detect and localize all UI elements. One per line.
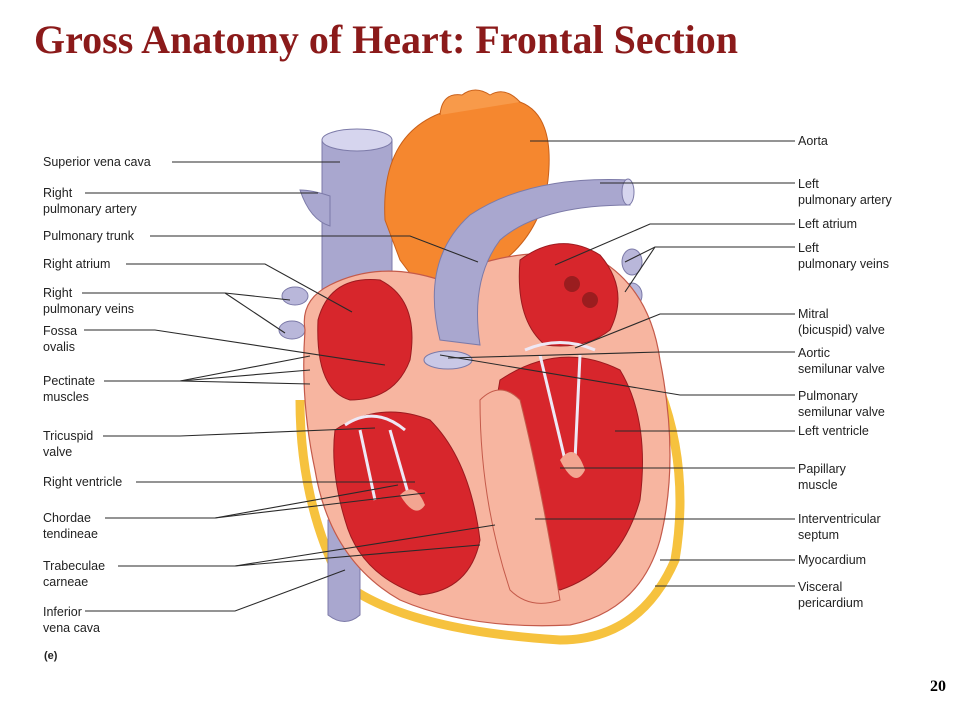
leader-tricuspid-valve (103, 427, 376, 437)
leader-right-atrium (126, 263, 353, 313)
left-pulmonary-artery-opening (621, 178, 635, 206)
pulmonary-vein-opening-2 (582, 292, 598, 308)
interventricular-septum (479, 389, 561, 604)
leader-pectinate-muscles-3 (179, 380, 311, 385)
label-chordae-tendineae: Chordae tendineae (43, 511, 98, 541)
label-aorta: Aorta (798, 134, 828, 148)
leader-mitral-valve (574, 313, 795, 349)
label-fossa-ovalis: Fossa ovalis (43, 324, 78, 354)
label-pulmonary-trunk: Pulmonary trunk (43, 229, 135, 243)
pulmonary-vein-opening-1 (564, 276, 580, 292)
leader-aortic-semilunar-valve (447, 351, 795, 359)
label-trabeculae-carneae: Trabeculae carneae (43, 559, 106, 589)
superior-vena-cava-opening (321, 128, 393, 152)
leader-pulmonary-semilunar-valve (439, 354, 795, 396)
label-myocardium: Myocardium (798, 553, 867, 567)
right-pulmonary-artery (299, 189, 331, 227)
leader-fossa-ovalis (84, 329, 386, 366)
label-visceral-pericardium: Visceral pericardium (798, 580, 864, 610)
label-tricuspid-valve: Tricuspid valve (43, 429, 94, 459)
label-mitral-valve: Mitral (bicuspid) valve (798, 307, 885, 337)
label-papillary-muscle: Papillary muscle (798, 462, 846, 492)
label-left-pulmonary-artery: Left pulmonary artery (798, 177, 892, 207)
leader-right-pulmonary-veins-2 (224, 292, 286, 334)
leader-pectinate-muscles-1 (104, 355, 311, 382)
papillary-muscle-left (560, 452, 585, 478)
label-interventricular-septum: Interventricular septum (798, 512, 881, 542)
label-aortic-semilunar-valve: Aortic semilunar valve (798, 346, 885, 376)
aorta (384, 97, 550, 301)
right-pulmonary-vein-upper (281, 286, 309, 306)
label-right-ventricle: Right ventricle (43, 475, 123, 489)
slide-title: Gross Anatomy of Heart: Frontal Section (34, 17, 739, 62)
leader-inferior-vena-cava (85, 569, 346, 612)
label-inferior-vena-cava: Inferior vena cava (43, 605, 100, 635)
leader-left-pulmonary-veins-2 (624, 246, 656, 293)
aortic-branches (439, 89, 521, 116)
label-pulmonary-semilunar-valve: Pulmonary semilunar valve (798, 389, 885, 419)
label-right-pulmonary-veins: Right pulmonary veins (43, 286, 135, 316)
leader-pectinate-muscles-2 (179, 369, 311, 382)
leader-chordae-tendineae-2 (214, 492, 426, 519)
label-right-pulmonary-artery: Right pulmonary artery (43, 186, 137, 216)
label-left-ventricle: Left ventricle (798, 424, 869, 438)
label-left-pulmonary-veins: Left pulmonary veins (798, 241, 890, 271)
page-number: 20 (930, 678, 946, 695)
leader-lines-left (82, 161, 496, 612)
tricuspid-valve-cusps (344, 414, 412, 501)
left-atrium (518, 243, 619, 347)
panel-letter: (e) (44, 650, 58, 662)
leader-left-atrium (554, 223, 795, 266)
label-superior-vena-cava: Superior vena cava (43, 155, 151, 169)
label-pectinate-muscles: Pectinate muscles (43, 374, 96, 404)
leader-trabeculae-carneae-2 (234, 544, 481, 567)
leader-pulmonary-trunk (150, 235, 479, 263)
label-right-atrium: Right atrium (43, 257, 111, 271)
leader-lines-right (439, 140, 795, 587)
right-atrium (317, 279, 413, 401)
label-left-atrium: Left atrium (798, 217, 858, 231)
